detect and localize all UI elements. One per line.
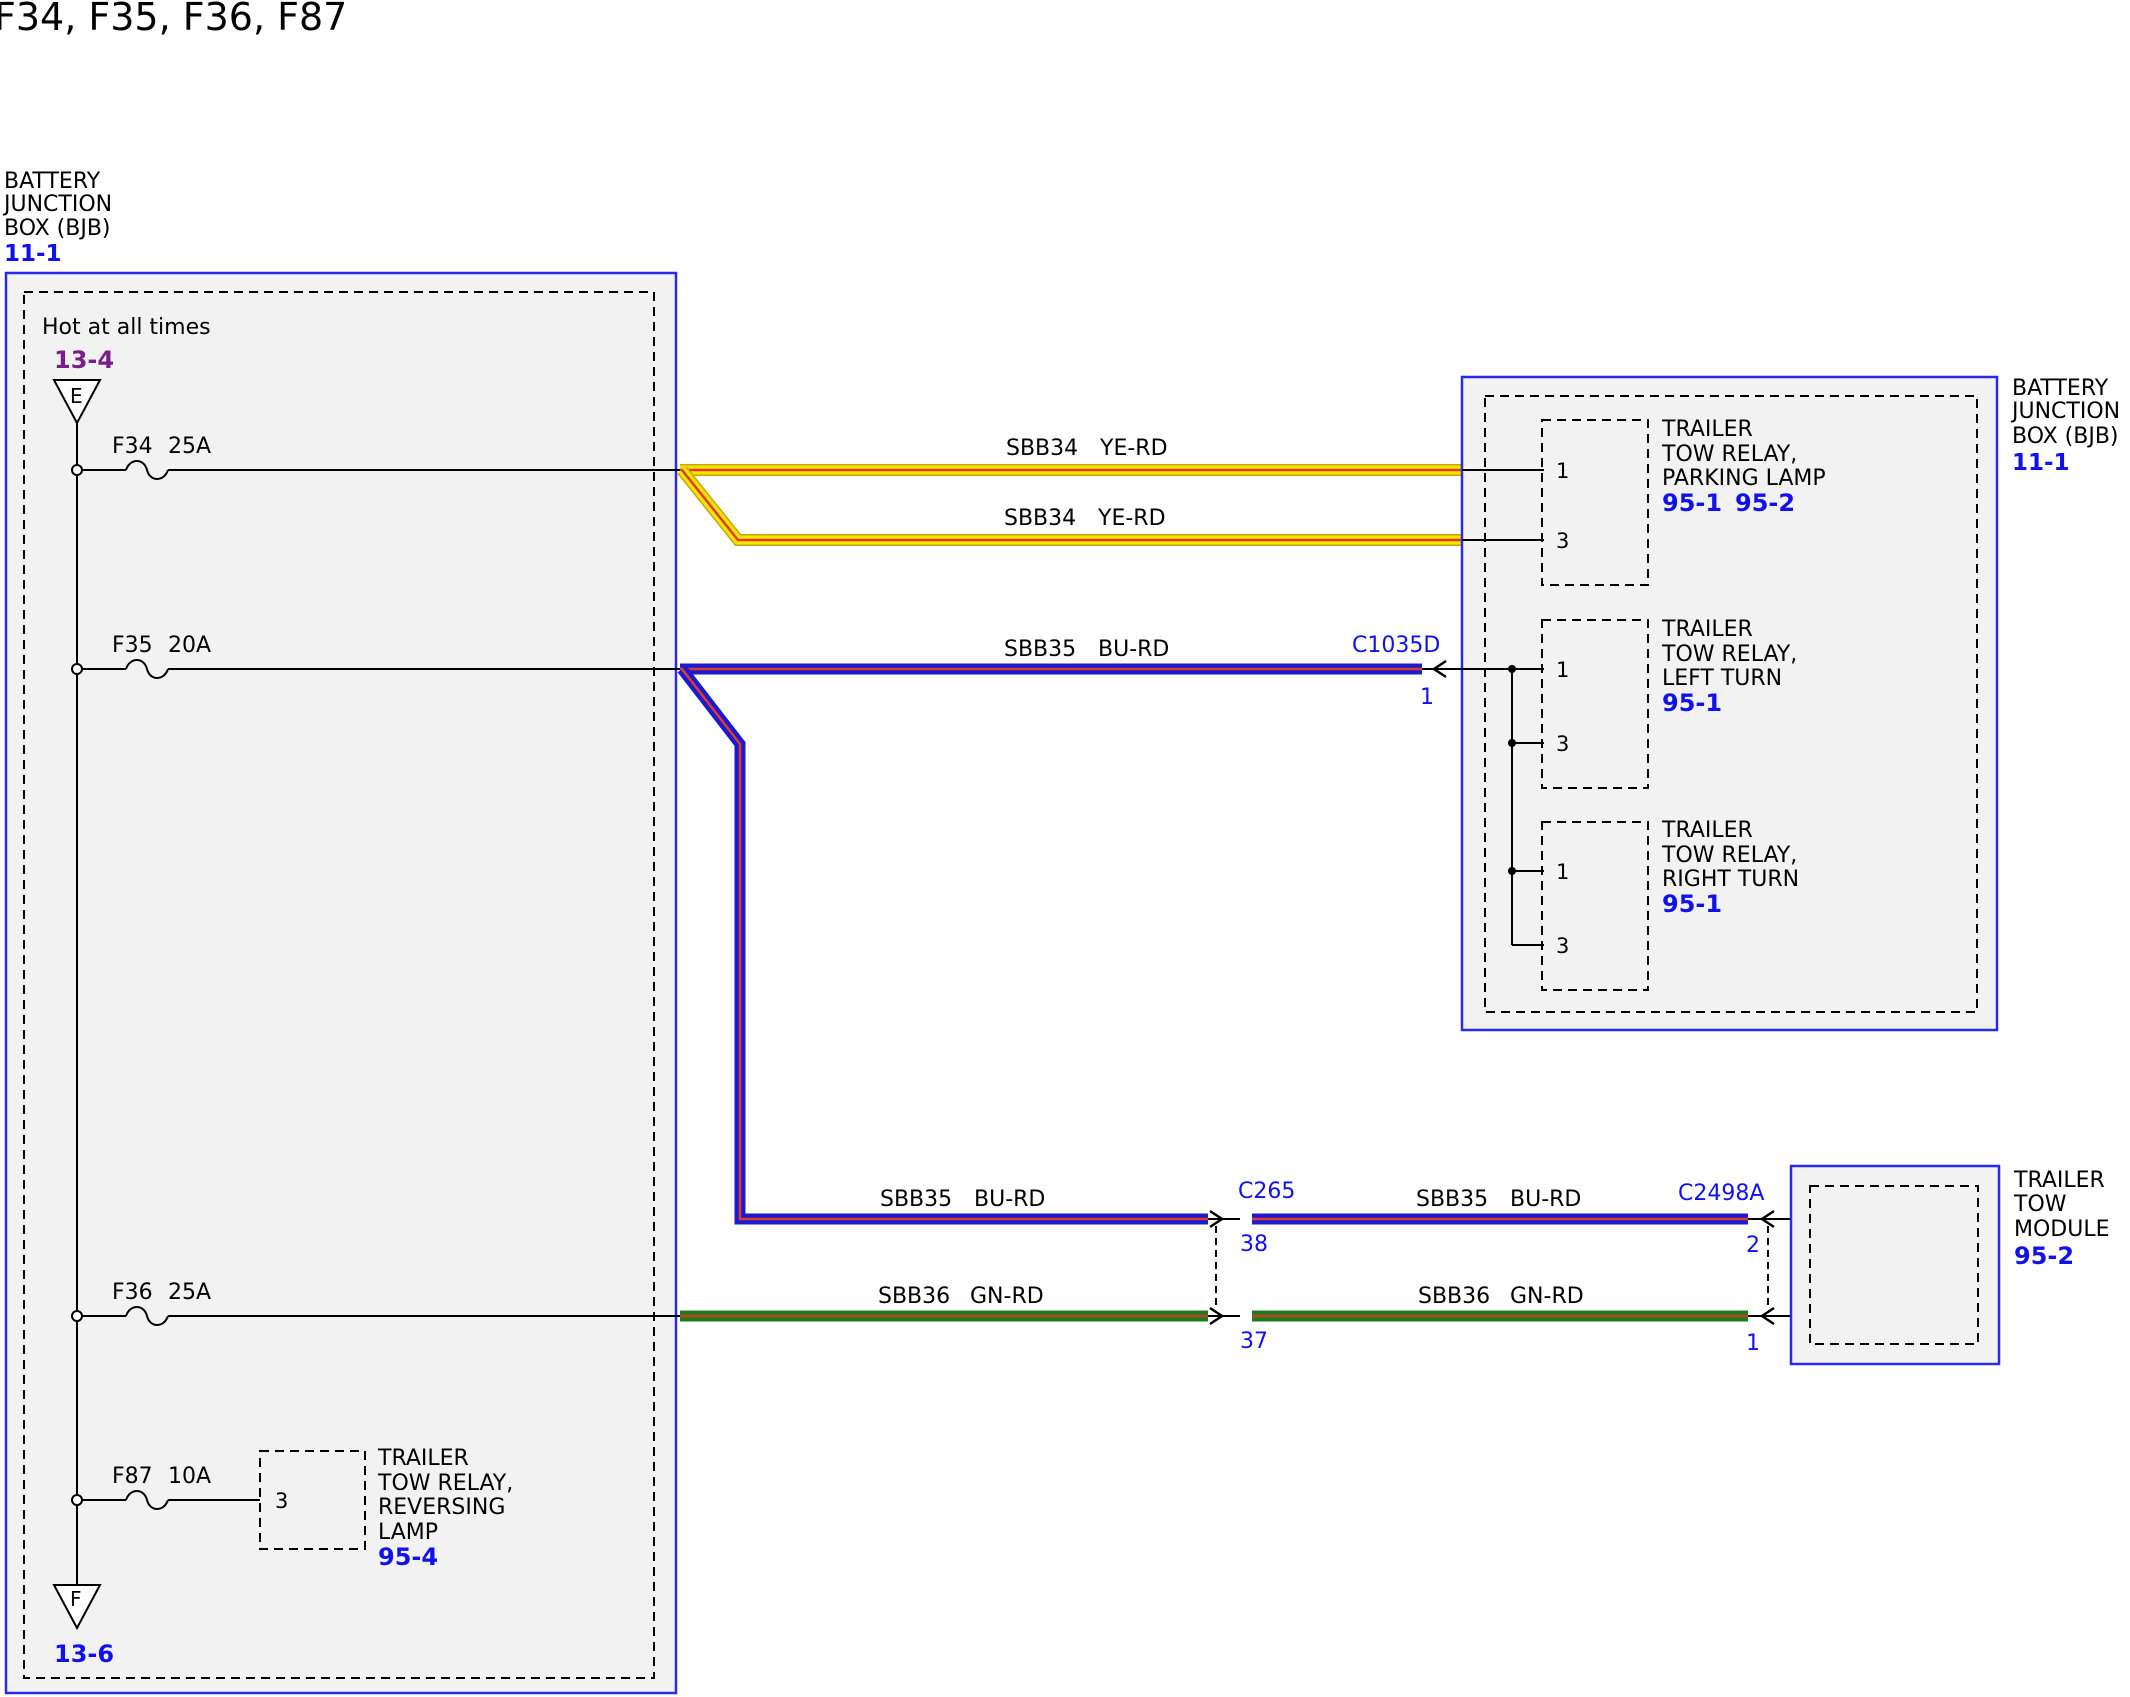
c2498a-pin-1: 1 [1746,1331,1760,1356]
wire-sbb36-c2498a-color: GN-RD [1510,1284,1584,1309]
bjb-right-name-1: BATTERY [2012,376,2109,401]
fuse-f36-rating: 25A [168,1280,211,1305]
fuse-f36[interactable]: F36 25A [71,1280,680,1326]
bjb-right-name-3: BOX (BJB) [2012,424,2119,449]
fuse-f35-id: F35 [112,633,153,658]
parking-relay-line-2: TOW RELAY, [1661,442,1797,467]
wire-sbb34-lower-color: YE-RD [1097,506,1166,531]
right-turn-relay-line-3: RIGHT TURN [1662,867,1799,892]
left-turn-relay-line-3: LEFT TURN [1662,666,1782,691]
wire-sbb36-c265-circuit: SBB36 [878,1284,950,1309]
reversing-relay-line-3: REVERSING [378,1495,505,1520]
left-turn-relay-pin-1: 1 [1556,658,1569,682]
right-turn-relay-line-1: TRAILER [1661,818,1753,843]
connector-e-triangle [52,379,102,426]
wire-sbb35-c2498a-color: BU-RD [1510,1187,1581,1212]
wire-sbb35-c265-color: BU-RD [974,1187,1045,1212]
bjb-left-name-1: BATTERY [4,169,101,194]
reversing-relay-line-1: TRAILER [377,1446,469,1471]
reversing-lamp-relay[interactable]: 3 TRAILER TOW RELAY, REVERSING LAMP 95-4 [259,1446,513,1571]
right-turn-relay-pin-3: 3 [1556,934,1569,958]
trailer-module-ref[interactable]: 95-2 [2014,1242,2074,1270]
left-turn-relay-line-1: TRAILER [1661,617,1753,642]
relay-right-turn[interactable]: 1 3 TRAILER TOW RELAY, RIGHT TURN 95-1 [1541,818,1799,991]
c265-pin-38: 38 [1240,1232,1268,1257]
bjb-right-name-2: JUNCTION [2010,399,2120,424]
wire-sbb35-c1035d-circuit: SBB35 [1004,637,1076,662]
fuse-f34-id: F34 [112,434,153,459]
fuse-f34[interactable]: F34 25A [71,434,680,480]
fuse-f36-id: F36 [112,1280,153,1305]
right-turn-relay-ref[interactable]: 95-1 [1662,890,1722,918]
fuse-f35[interactable]: F35 20A [71,633,680,679]
wire-sbb34-lower-circuit: SBB34 [1004,506,1076,531]
wire-sbb36-c2498a-circuit: SBB36 [1418,1284,1490,1309]
left-turn-relay-line-2: TOW RELAY, [1661,642,1797,667]
splice-dot [1508,665,1516,673]
c265-pin-37: 37 [1240,1329,1268,1354]
page-title: F34, F35, F36, F87 [0,0,347,39]
parking-relay-ref-1[interactable]: 95-1 [1662,489,1722,517]
relay-parking-lamp[interactable]: 1 3 TRAILER TOW RELAY, PARKING LAMP 95-1… [1541,417,1826,586]
trailer-module-line-2: TOW [2013,1192,2067,1217]
trailer-module-line-3: MODULE [2014,1217,2110,1242]
bjb-left-ref[interactable]: 11-1 [4,241,62,267]
wire-sbb34-upper-circuit: SBB34 [1006,436,1078,461]
left-turn-relay-pin-3: 3 [1556,732,1569,756]
reversing-relay-pin: 3 [275,1489,288,1513]
parking-relay-pin-3: 3 [1556,529,1569,553]
c1035d-label: C1035D [1352,633,1440,658]
parking-relay-ref-2[interactable]: 95-2 [1735,489,1795,517]
connector-f-label: F [70,1587,82,1611]
connector-e-label: E [70,384,83,408]
c2498a-label: C2498A [1678,1181,1764,1206]
wire-sbb35-c2498a-circuit: SBB35 [1416,1187,1488,1212]
connector-c265[interactable]: C265 38 37 [1208,1179,1295,1354]
wire-sbb34-upper-color: YE-RD [1099,436,1168,461]
wire-sbb35-to-c265[interactable] [677,665,1208,1225]
parking-relay-pin-1: 1 [1556,459,1569,483]
wire-sbb35-c1035d-color: BU-RD [1098,637,1169,662]
parking-relay-line-3: PARKING LAMP [1662,466,1826,491]
fuse-f87-rating: 10A [168,1464,211,1489]
reversing-relay-line-4: LAMP [378,1520,438,1545]
trailer-module-line-1: TRAILER [2013,1168,2105,1193]
fuse-f87-id: F87 [112,1464,153,1489]
fuse-f35-rating: 20A [168,633,211,658]
bjb-left-inner-dashed [23,291,655,1679]
fuse-f87[interactable]: F87 10A [71,1464,260,1510]
relay-left-turn[interactable]: 1 3 TRAILER TOW RELAY, LEFT TURN 95-1 [1541,617,1797,789]
connector-f-triangle [52,1584,102,1631]
right-turn-relay-pin-1: 1 [1556,860,1569,884]
bjb-right-ref[interactable]: 11-1 [2012,450,2070,476]
hot-at-all-times-label: Hot at all times [42,315,211,340]
right-turn-relay-line-2: TOW RELAY, [1661,843,1797,868]
c265-label: C265 [1238,1179,1295,1204]
wire-sbb35-c265-circuit: SBB35 [880,1187,952,1212]
bjb-left-name-3: BOX (BJB) [4,216,111,241]
connector-c1035d[interactable]: C1035D 1 [1352,633,1544,710]
left-turn-relay-ref[interactable]: 95-1 [1662,689,1722,717]
top-ref-13-4[interactable]: 13-4 [54,346,114,374]
bjb-left-name-2: JUNCTION [2,192,112,217]
bjb-left-box [4,271,678,1695]
fuse-f34-rating: 25A [168,434,211,459]
reversing-relay-ref[interactable]: 95-4 [378,1543,438,1571]
trailer-tow-module[interactable] [1789,1164,2001,1366]
bjb-right-inner-dashed [1484,395,1978,1013]
parking-relay-line-1: TRAILER [1661,417,1753,442]
bjb-right-box [1460,375,1999,1032]
wire-sbb34-lower[interactable] [677,466,1462,546]
c1035d-pin: 1 [1420,685,1434,710]
wire-sbb36-c265-color: GN-RD [970,1284,1044,1309]
reversing-relay-line-2: TOW RELAY, [377,1471,513,1496]
bottom-ref-13-6[interactable]: 13-6 [54,1640,114,1668]
c2498a-pin-2: 2 [1746,1233,1760,1258]
